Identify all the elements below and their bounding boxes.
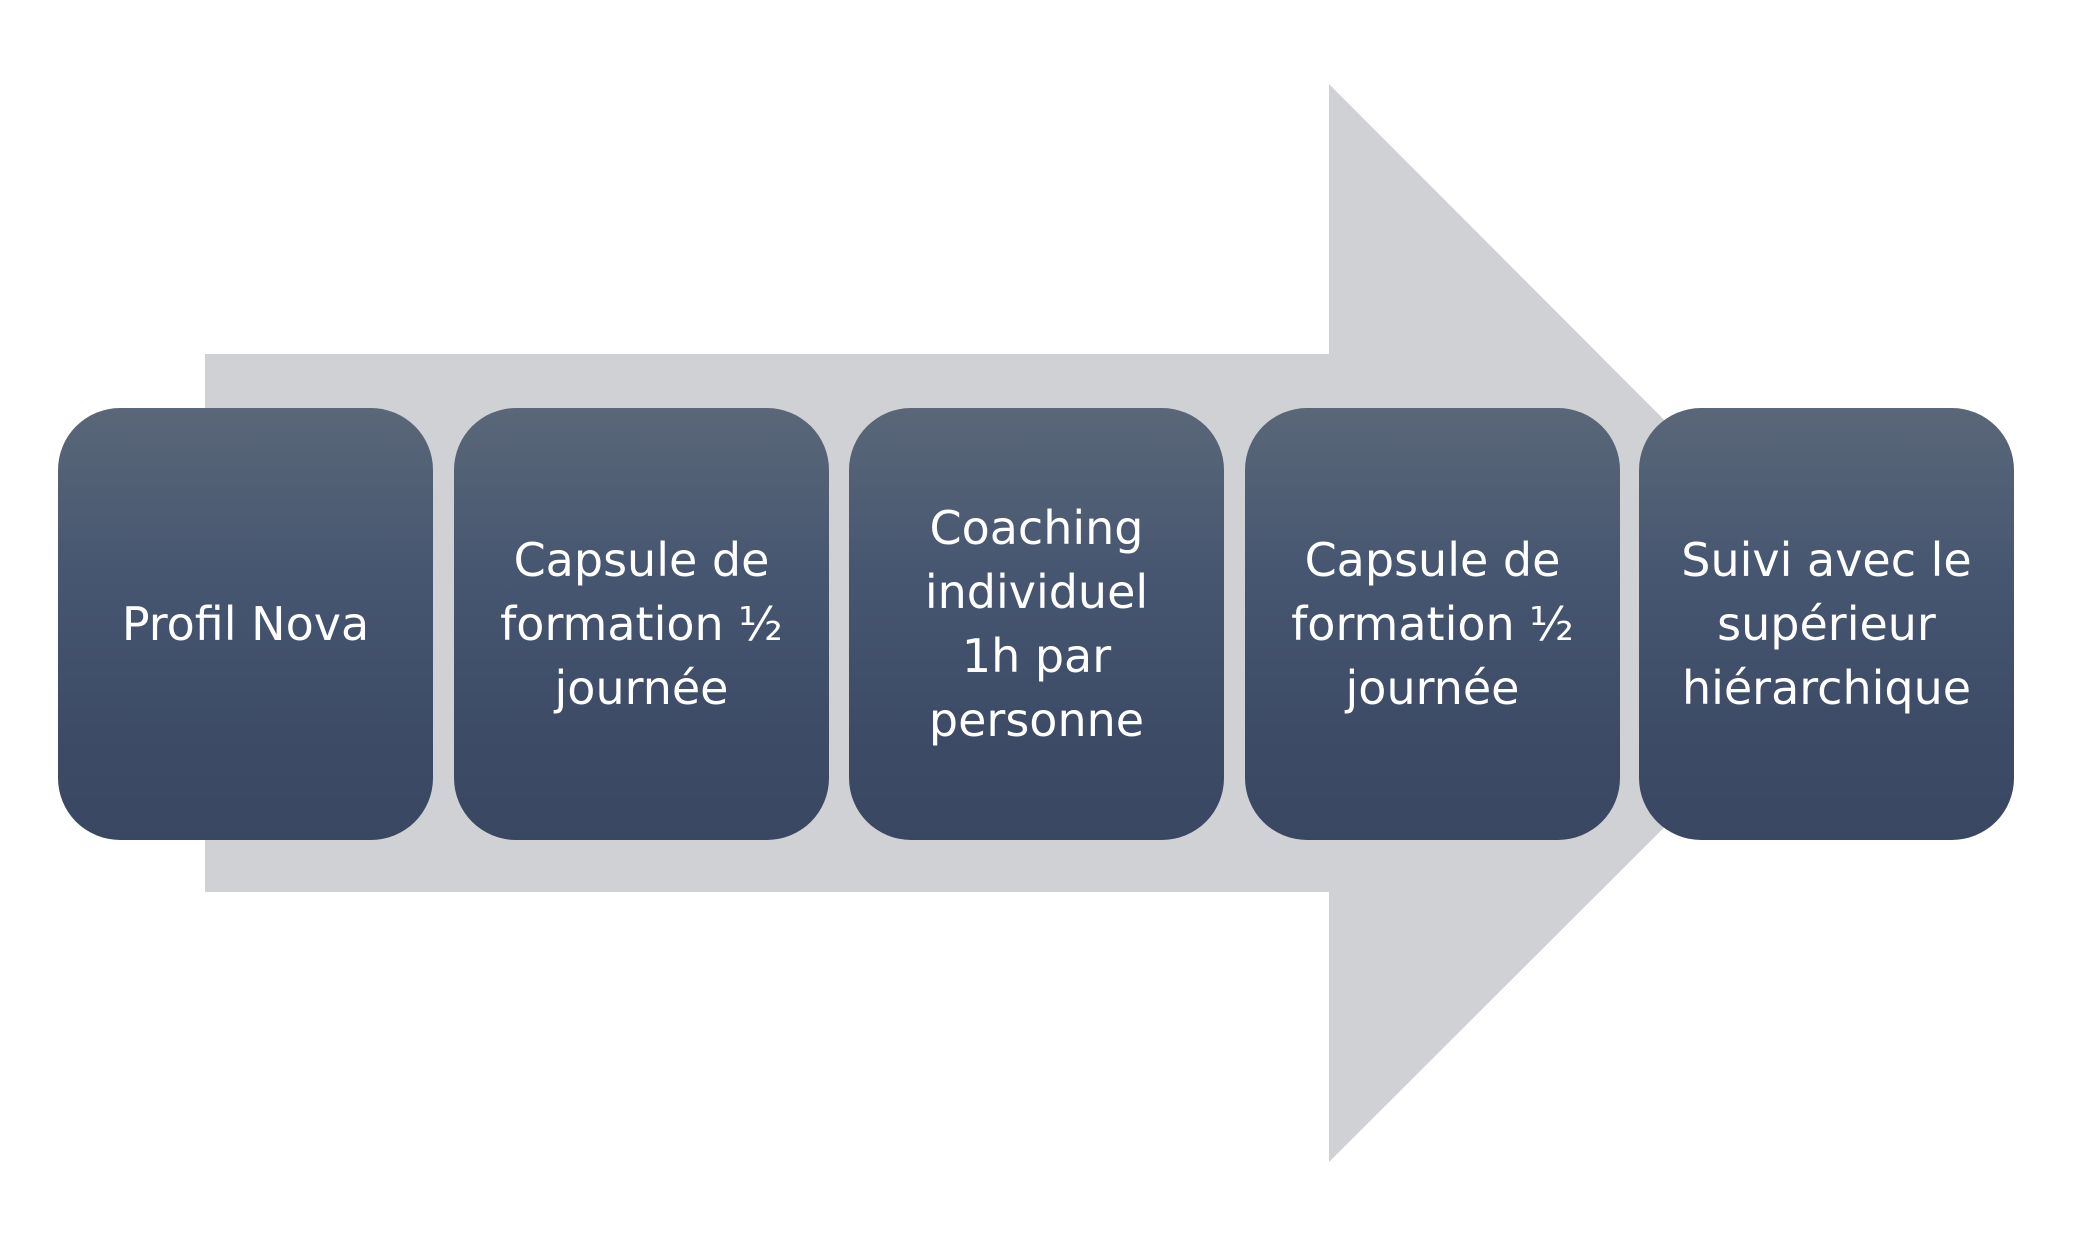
step-box-profil-nova: Profil Nova bbox=[58, 408, 433, 840]
step-box-capsule-formation-2: Capsule de formation ½ journée bbox=[1245, 408, 1620, 840]
step-label: Coaching individuel 1h par personne bbox=[924, 501, 1149, 747]
step-label: Profil Nova bbox=[121, 597, 370, 651]
step-box-suivi-superieur: Suivi avec le supérieur hiérarchique bbox=[1639, 408, 2014, 840]
step-label: Capsule de formation ½ journée bbox=[1291, 533, 1574, 715]
step-label: Suivi avec le supérieur hiérarchique bbox=[1681, 533, 1972, 715]
step-box-coaching-individuel: Coaching individuel 1h par personne bbox=[849, 408, 1224, 840]
step-label: Capsule de formation ½ journée bbox=[500, 533, 783, 715]
step-box-capsule-formation-1: Capsule de formation ½ journée bbox=[454, 408, 829, 840]
